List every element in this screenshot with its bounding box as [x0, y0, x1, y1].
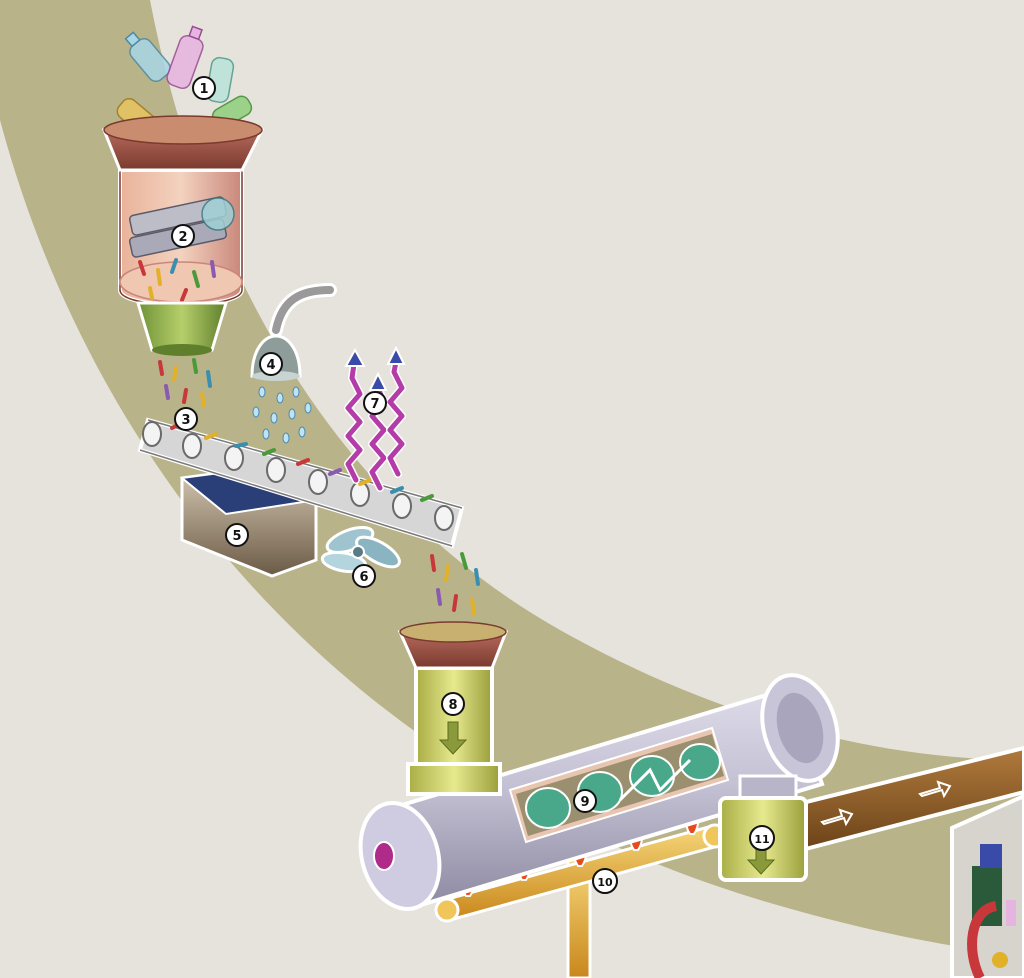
- water-drops: [252, 386, 312, 444]
- step-badge-7: 7: [363, 391, 387, 415]
- falling-flakes: [158, 358, 212, 408]
- svg-text:1: 1: [199, 82, 208, 97]
- step-badge-4: 4: [259, 352, 283, 376]
- svg-text:2: 2: [178, 230, 187, 245]
- svg-text:8: 8: [448, 698, 457, 713]
- step-badge-8: 8: [441, 692, 465, 716]
- svg-text:3: 3: [181, 413, 190, 428]
- screw-extruder: [358, 673, 840, 911]
- svg-text:7: 7: [370, 397, 379, 412]
- falling-flakes-lower: [430, 552, 480, 616]
- conveyor-belt: [137, 417, 465, 549]
- step-badge-5: 5: [225, 523, 249, 547]
- svg-text:9: 9: [580, 795, 589, 810]
- svg-text:6: 6: [359, 570, 368, 585]
- svg-text:10: 10: [597, 876, 613, 889]
- step-badge-10: 10: [592, 868, 618, 894]
- step-badge-1: 1: [192, 76, 216, 100]
- partial-machine: [950, 793, 1024, 978]
- flow-arrow-icon: [918, 780, 952, 799]
- down-arrow-icon: [438, 721, 468, 755]
- step-badge-6: 6: [352, 564, 376, 588]
- svg-text:11: 11: [754, 833, 769, 846]
- feed-hopper: [397, 621, 509, 796]
- step-badge-2: 2: [171, 224, 195, 248]
- svg-text:5: 5: [232, 529, 241, 544]
- heat-wave-arrowheads: [344, 345, 406, 391]
- step-badge-11: 11: [749, 825, 775, 851]
- step-badge-9: 9: [573, 789, 597, 813]
- flow-arrow-icon: [820, 808, 854, 827]
- svg-text:4: 4: [266, 358, 275, 373]
- fan: [320, 526, 401, 574]
- step-badge-3: 3: [174, 407, 198, 431]
